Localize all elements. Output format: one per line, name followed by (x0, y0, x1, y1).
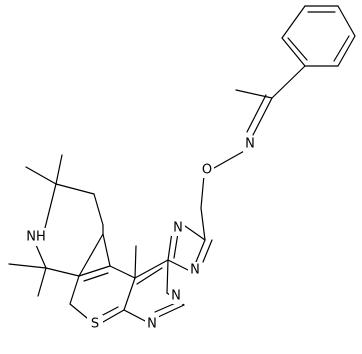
atom-n-oxime: N (245, 137, 255, 152)
methyl-groups (8, 154, 63, 297)
thiophene-ring (69, 233, 136, 323)
bond-c-n-double-b (246, 94, 267, 133)
atom-o-oxime: O (202, 163, 212, 178)
pyrimidine-ring (123, 245, 185, 323)
bond-c-methyl (235, 89, 273, 99)
oxime-chain (200, 65, 306, 241)
atom-nh: NH (26, 230, 46, 245)
bond-ph-c (271, 65, 306, 99)
atom-labels: NH S N N N N O N (22, 136, 257, 333)
piperidine-ring (35, 183, 104, 277)
bond-ch2-c2 (200, 207, 206, 241)
bond-c-n-double-a (252, 97, 273, 136)
atom-n-triazole-right: N (190, 263, 200, 278)
atom-n-triazole-top: N (173, 221, 183, 236)
bond-n-o (213, 149, 247, 169)
atom-n-triazole-bridge: N (171, 289, 181, 304)
triazole-ring (166, 225, 213, 294)
atom-s: S (91, 317, 99, 332)
phenyl-ring (281, 5, 356, 67)
atom-n-pyrimidine: N (147, 317, 157, 332)
bond-o-ch2 (200, 174, 205, 209)
